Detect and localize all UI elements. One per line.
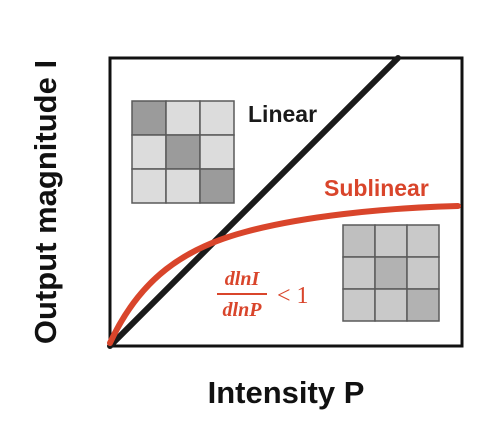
linear-label: Linear [248, 101, 317, 127]
linear-grid-cell [165, 168, 201, 204]
sublinear-grid-cell [406, 224, 440, 258]
sublinear-grid-cell [374, 256, 408, 290]
linear-grid-cell [199, 134, 235, 170]
sublinear-grid-cell [406, 288, 440, 322]
sublinear-grid-cell [406, 256, 440, 290]
sublinear-condition: dlnI dlnP < 1 [217, 268, 309, 321]
linear-grid-cell [131, 100, 167, 136]
linear-grid-cell [165, 134, 201, 170]
sublinear-grid-cell [342, 256, 376, 290]
sublinear-label: Sublinear [324, 175, 429, 201]
x-axis-label: Intensity P [208, 375, 365, 410]
linear-grid-cell [199, 168, 235, 204]
sublinear-grid-cell [342, 288, 376, 322]
linear-grid-cell [131, 134, 167, 170]
condition-denominator: dlnP [223, 299, 263, 321]
linear-pixel-grid [131, 100, 235, 204]
sublinear-grid-cell [342, 224, 376, 258]
condition-numerator: dlnI [225, 268, 261, 290]
linear-response-line [107, 55, 401, 349]
condition-relation: < 1 [277, 283, 309, 309]
plot-frame [108, 56, 464, 348]
linear-grid-cell [199, 100, 235, 136]
sublinear-pixel-grid [342, 224, 440, 322]
linear-grid-cell [165, 100, 201, 136]
sublinear-grid-cell [374, 288, 408, 322]
sublinear-response-curve [107, 203, 461, 346]
y-axis-label: Output magnitude I [28, 60, 63, 344]
sublinear-grid-cell [374, 224, 408, 258]
linear-grid-cell [131, 168, 167, 204]
